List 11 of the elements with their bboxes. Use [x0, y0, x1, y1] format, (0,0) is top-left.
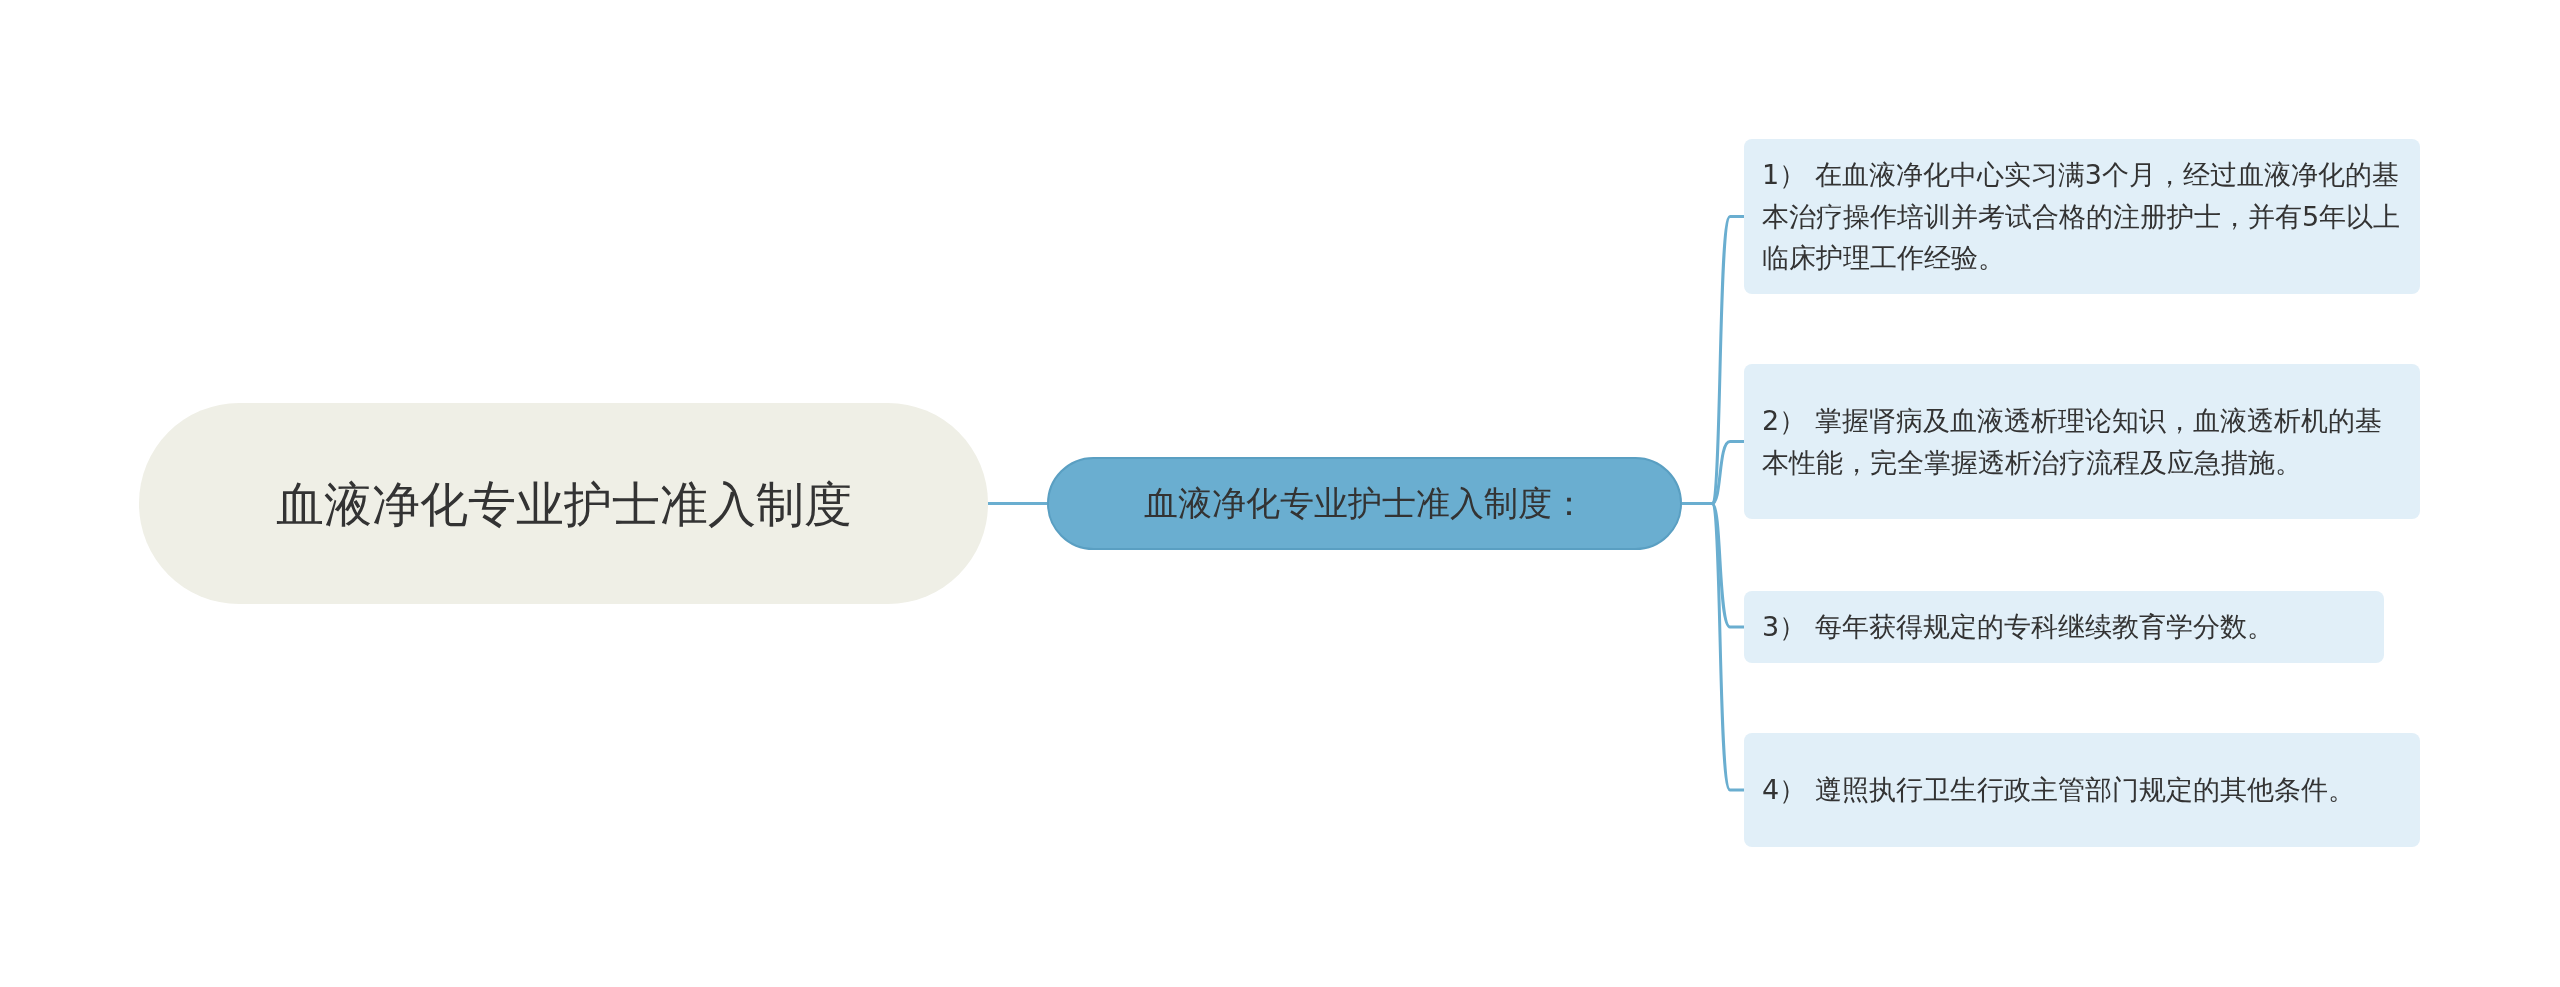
subtopic-box: [1744, 591, 2384, 663]
node-text: 4） 遵照执行卫生行政主管部门规定的其他条件。: [1762, 773, 2355, 808]
connector-line: [988, 502, 1047, 505]
subtopic-box: [1744, 364, 2420, 519]
node-text: 1） 在血液净化中心实习满3个月，经过血液净化的基本治疗操作培训并考试合格的注册护士，并有5年以上临床护理工作经验。: [1762, 157, 2402, 276]
node-text: 2） 掌握肾病及血液透析理论知识，血液透析机的基本性能，完全掌握透析治疗流程及应急措施。: [1762, 403, 2383, 480]
subtopic-box: [1744, 139, 2420, 294]
node-text: 3） 每年获得规定的专科继续教育学分数。: [1762, 610, 2274, 645]
subtopic-box: [1744, 733, 2420, 847]
node-text: 血液净化专业护士准入制度: [275, 474, 852, 534]
node-text: 血液净化专业护士准入制度：: [1143, 481, 1586, 525]
